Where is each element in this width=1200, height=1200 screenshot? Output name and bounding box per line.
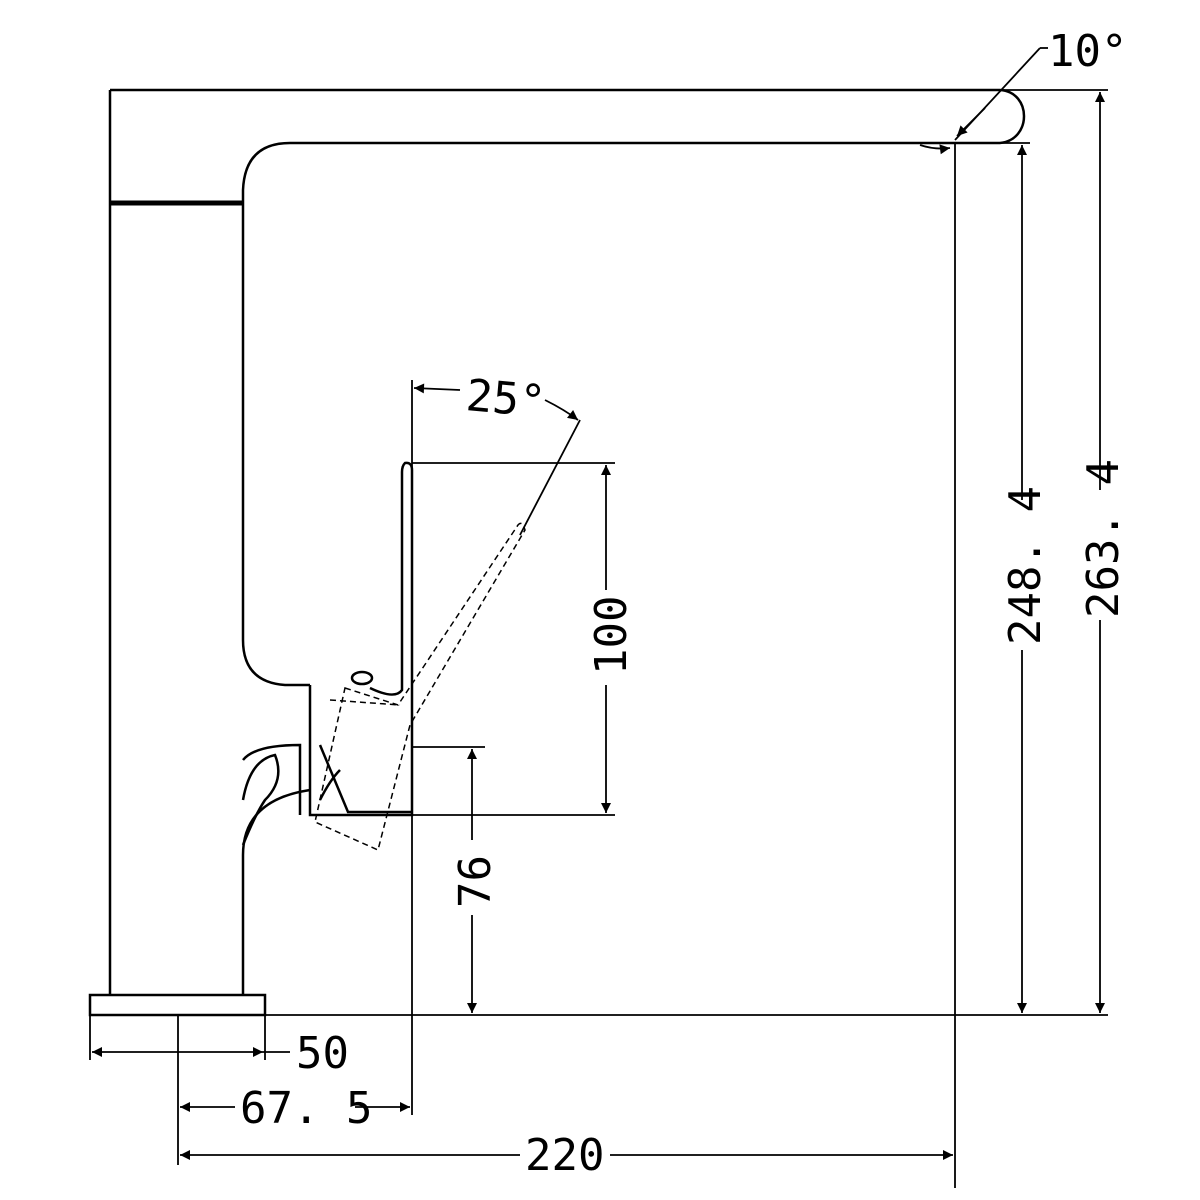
dimension-lines [92,47,1105,1160]
lever-rotated-position [314,522,526,852]
lever-block [308,461,414,817]
label-handle-base-height: 76 [450,855,501,908]
dim-line-lever-angle-left [413,383,461,394]
label-spout-angle: 10° [1048,26,1127,77]
label-lever-offset: 67. 5 [240,1083,372,1134]
extension-lines [89,47,1108,1188]
label-overall-height: 263. 4 [1078,459,1129,618]
lever-knob [350,670,374,686]
label-spout-reach: 220 [525,1130,604,1181]
handle-cap [242,743,302,815]
lever-arm [318,744,412,814]
label-lever-angle: 25° [464,370,548,428]
label-outlet-height: 248. 4 [1000,486,1051,645]
handle-cap-curve [241,753,280,846]
base-plate [88,993,267,1017]
tap-body-outline [108,88,1026,995]
label-lever-height: 100 [586,596,637,675]
spout-tip [999,88,1026,145]
lever-arm-inner [318,769,341,801]
dim-line-lever-angle-right [544,399,579,421]
spout-lower-edge [241,141,1000,687]
label-base-width: 50 [296,1028,349,1079]
dimension-labels: 10° 25° 100 248. 4 263. 4 76 50 67. 5 22… [240,26,1129,1181]
handle-assembly [241,461,414,846]
